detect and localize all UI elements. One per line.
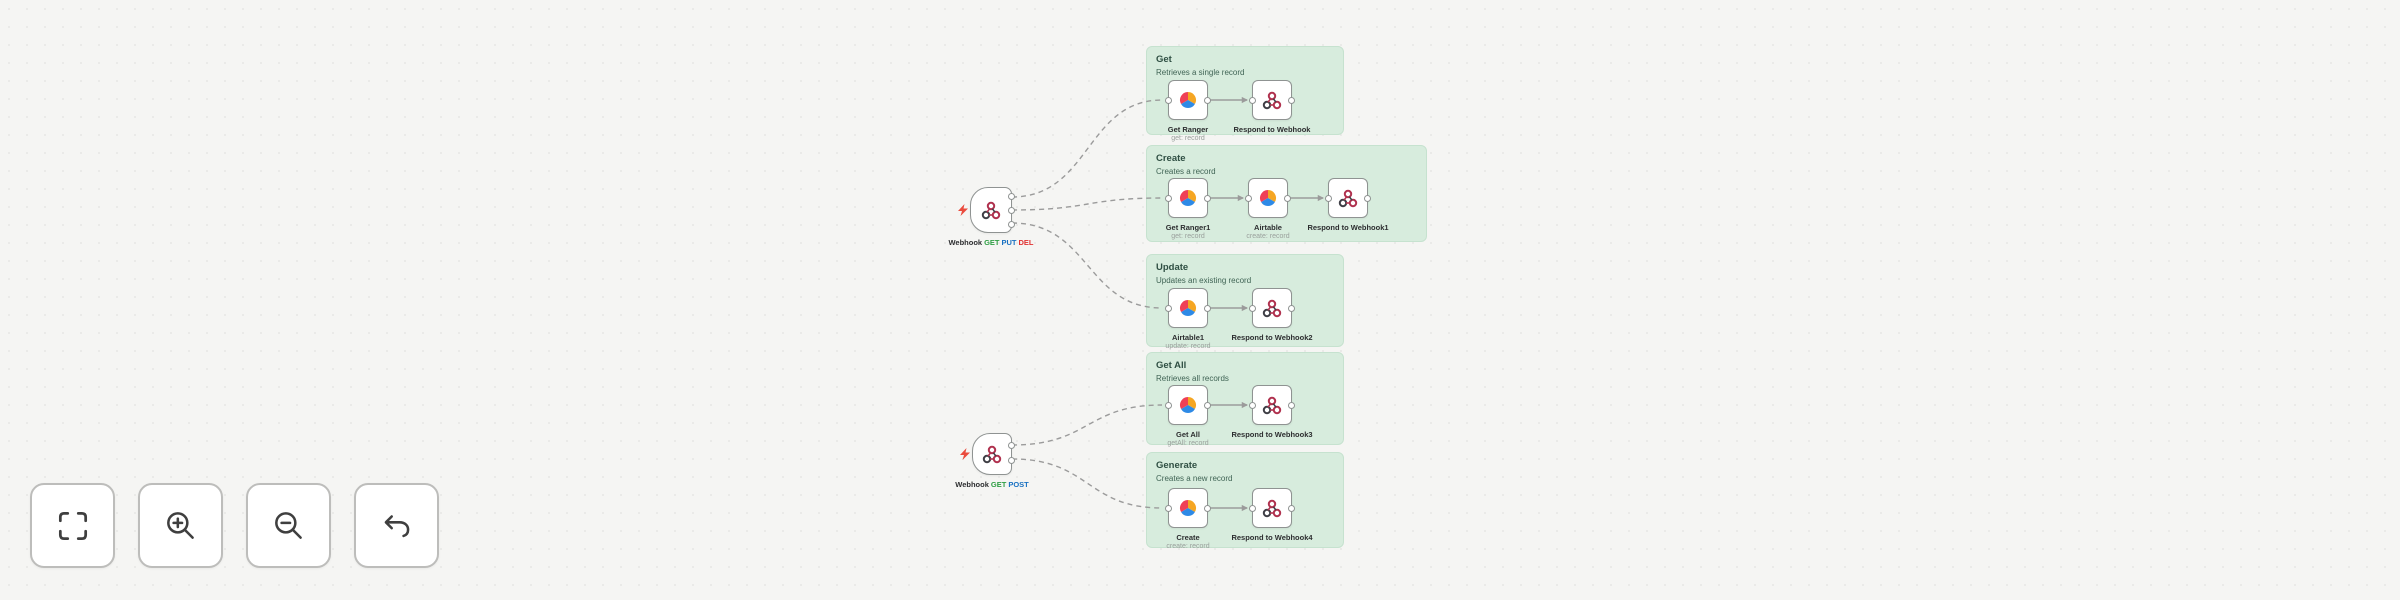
trigger-bolt-icon xyxy=(958,204,968,216)
node-label: Respond to Webhook3 xyxy=(1231,430,1313,439)
webhook-icon xyxy=(982,445,1002,464)
reset-zoom-icon xyxy=(384,514,409,537)
sticky-subtitle: Updates an existing record xyxy=(1156,276,1252,285)
webhook-icon xyxy=(1338,189,1358,208)
output-endpoint[interactable] xyxy=(1204,97,1211,104)
input-endpoint[interactable] xyxy=(1249,305,1256,312)
output-endpoint[interactable] xyxy=(1204,305,1211,312)
sticky-note-update[interactable]: Update Updates an existing record xyxy=(1146,254,1344,347)
pie-icon xyxy=(1179,190,1197,207)
pie-icon xyxy=(1179,92,1197,109)
sticky-subtitle: Retrieves a single record xyxy=(1156,68,1245,77)
input-endpoint[interactable] xyxy=(1165,305,1172,312)
node-caption: update: record xyxy=(1165,343,1211,350)
node-airtable[interactable]: Airtable create: record xyxy=(1245,178,1291,240)
output-endpoint[interactable] xyxy=(1288,402,1295,409)
node-caption: getAll: record xyxy=(1167,440,1209,447)
sticky-title: Update xyxy=(1156,262,1189,273)
output-endpoint[interactable] xyxy=(1284,195,1291,202)
node-label: Get All xyxy=(1176,430,1200,439)
output-endpoint[interactable] xyxy=(1288,97,1295,104)
node-label: Respond to Webhook2 xyxy=(1231,333,1313,342)
input-endpoint[interactable] xyxy=(1165,402,1172,409)
node-respond-to-webhook4[interactable]: Respond to Webhook4 xyxy=(1231,488,1313,542)
zoom-in-icon xyxy=(166,511,194,539)
input-endpoint[interactable] xyxy=(1325,195,1332,202)
output-endpoint[interactable] xyxy=(1364,195,1371,202)
node-respond-to-webhook2[interactable]: Respond to Webhook2 xyxy=(1231,288,1313,342)
node-caption: create: record xyxy=(1246,233,1290,240)
input-endpoint[interactable] xyxy=(1249,402,1256,409)
zoom-out-icon xyxy=(274,511,302,539)
output-endpoint[interactable] xyxy=(1008,193,1015,200)
node-label: Respond to Webhook1 xyxy=(1307,223,1389,232)
output-endpoint[interactable] xyxy=(1288,505,1295,512)
pie-icon xyxy=(1259,190,1277,207)
trigger-bolt-icon xyxy=(960,448,970,460)
canvas-controls xyxy=(30,483,439,568)
node-create[interactable]: Create create: record xyxy=(1165,488,1211,550)
input-endpoint[interactable] xyxy=(1165,505,1172,512)
node-label: Create xyxy=(1176,533,1200,542)
node-label: Respond to Webhook4 xyxy=(1231,533,1313,542)
sticky-title: Generate xyxy=(1156,460,1198,471)
webhook-icon xyxy=(1262,396,1282,415)
node-get-all[interactable]: Get All getAll: record xyxy=(1165,385,1211,447)
output-endpoint[interactable] xyxy=(1008,442,1015,449)
input-endpoint[interactable] xyxy=(1245,195,1252,202)
node-label: Get Ranger1 xyxy=(1165,223,1211,232)
node-get-ranger1[interactable]: Get Ranger1 get: record xyxy=(1165,178,1211,240)
node-caption: create: record xyxy=(1166,543,1210,550)
node-label: Airtable1 xyxy=(1171,333,1205,342)
webhook-icon xyxy=(1262,299,1282,318)
output-endpoint[interactable] xyxy=(1288,305,1295,312)
output-endpoint[interactable] xyxy=(1204,505,1211,512)
webhook-icon xyxy=(981,201,1001,220)
output-endpoint[interactable] xyxy=(1008,221,1015,228)
pie-icon xyxy=(1179,397,1197,414)
zoom-out-button[interactable] xyxy=(246,483,331,568)
output-endpoint[interactable] xyxy=(1008,207,1015,214)
input-endpoint[interactable] xyxy=(1249,505,1256,512)
pie-icon xyxy=(1179,500,1197,517)
node-caption: get: record xyxy=(1171,233,1205,240)
node-label: Get Ranger xyxy=(1167,125,1209,134)
output-endpoint[interactable] xyxy=(1204,195,1211,202)
zoom-to-fit-button[interactable] xyxy=(30,483,115,568)
input-endpoint[interactable] xyxy=(1165,195,1172,202)
sticky-title: Get All xyxy=(1156,360,1187,371)
sticky-title: Get xyxy=(1156,54,1172,65)
zoom-to-fit-icon xyxy=(58,511,87,540)
node-caption: get: record xyxy=(1171,135,1205,142)
node-get-ranger[interactable]: Get Ranger get: record xyxy=(1165,80,1211,142)
sticky-subtitle: Retrieves all records xyxy=(1156,374,1229,383)
pie-icon xyxy=(1179,300,1197,317)
output-endpoint[interactable] xyxy=(1204,402,1211,409)
input-endpoint[interactable] xyxy=(1165,97,1172,104)
node-label: Airtable xyxy=(1254,223,1282,232)
node-airtable1[interactable]: Airtable1 update: record xyxy=(1165,288,1211,350)
reset-zoom-button[interactable] xyxy=(354,483,439,568)
sticky-subtitle: Creates a new record xyxy=(1156,474,1233,483)
node-respond-to-webhook1[interactable]: Respond to Webhook1 xyxy=(1307,178,1389,232)
node-label: Respond to Webhook xyxy=(1233,125,1311,134)
node-respond-to-webhook3[interactable]: Respond to Webhook3 xyxy=(1231,385,1313,439)
webhook-icon xyxy=(1262,91,1282,110)
sticky-title: Create xyxy=(1156,153,1186,164)
webhook-icon xyxy=(1262,499,1282,518)
node-respond-to-webhook[interactable]: Respond to Webhook xyxy=(1234,80,1310,134)
zoom-in-button[interactable] xyxy=(138,483,223,568)
input-endpoint[interactable] xyxy=(1249,97,1256,104)
sticky-subtitle: Creates a record xyxy=(1156,167,1216,176)
output-endpoint[interactable] xyxy=(1008,457,1015,464)
